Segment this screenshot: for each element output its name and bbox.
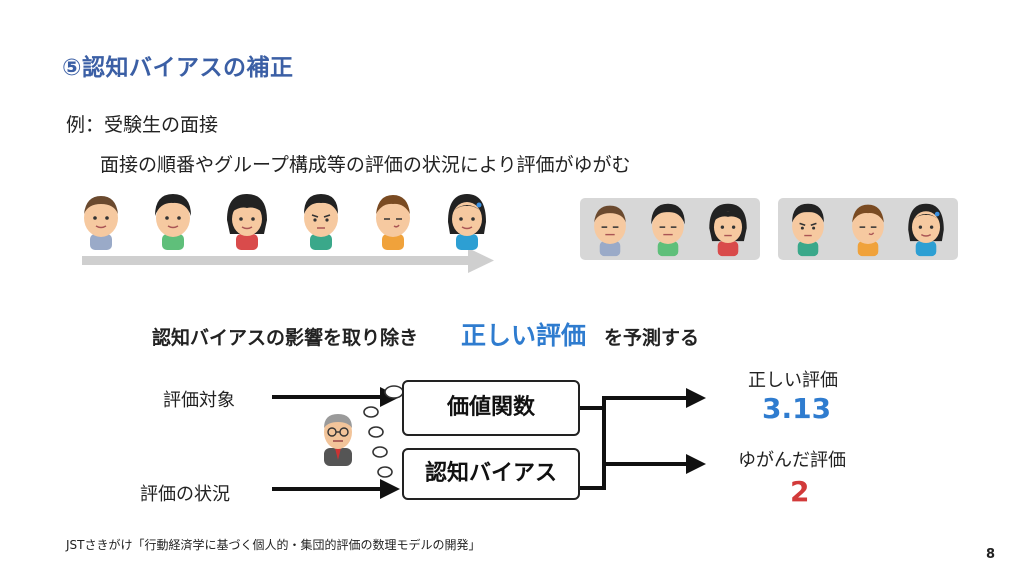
boy-smirk-face-icon bbox=[376, 195, 410, 250]
correct-evaluation-value: 3.13 bbox=[762, 392, 832, 425]
boy-frown-face-icon bbox=[304, 194, 338, 250]
statement-emphasis: 正しい評価 bbox=[461, 321, 587, 350]
boy-face-icon bbox=[594, 205, 626, 257]
distorted-evaluation-label: ゆがんだ評価 bbox=[738, 450, 846, 471]
distorted-evaluation-value: 2 bbox=[790, 475, 810, 508]
example-description: 面接の順番やグループ構成等の評価の状況により評価がゆがむ bbox=[100, 154, 631, 176]
old-man-evaluator-icon bbox=[324, 414, 352, 466]
boy-face-icon bbox=[155, 194, 191, 250]
interview-group-2 bbox=[778, 198, 958, 260]
girl-face-icon bbox=[908, 203, 944, 257]
slide-title: ⑤認知バイアスの補正 bbox=[62, 55, 294, 81]
boy-frown-face-icon bbox=[792, 203, 824, 257]
cognitive-bias-box: 認知バイアス bbox=[402, 448, 580, 500]
girl-face-icon bbox=[227, 194, 267, 250]
statement-before: 認知バイアスの影響を取り除き bbox=[152, 327, 419, 349]
boy-smirk-face-icon bbox=[852, 204, 884, 257]
correct-evaluation-label: 正しい評価 bbox=[748, 370, 838, 391]
boy-face-icon bbox=[84, 196, 118, 250]
boy-face-icon bbox=[651, 203, 685, 257]
page-number: 8 bbox=[986, 547, 996, 562]
girl-face-icon bbox=[709, 203, 747, 257]
input-situation-label: 評価の状況 bbox=[140, 484, 230, 505]
value-function-box: 価値関数 bbox=[402, 380, 580, 436]
input-target-label: 評価対象 bbox=[163, 390, 235, 411]
interview-group-1 bbox=[580, 198, 760, 260]
girl-face-icon bbox=[448, 194, 486, 250]
footnote: JSTさきがけ「行動経済学に基づく個人的・集団的評価の数理モデルの開発」 bbox=[66, 538, 481, 552]
statement-after: を予測する bbox=[604, 327, 700, 349]
example-heading: 例：受験生の面接 bbox=[66, 114, 219, 136]
